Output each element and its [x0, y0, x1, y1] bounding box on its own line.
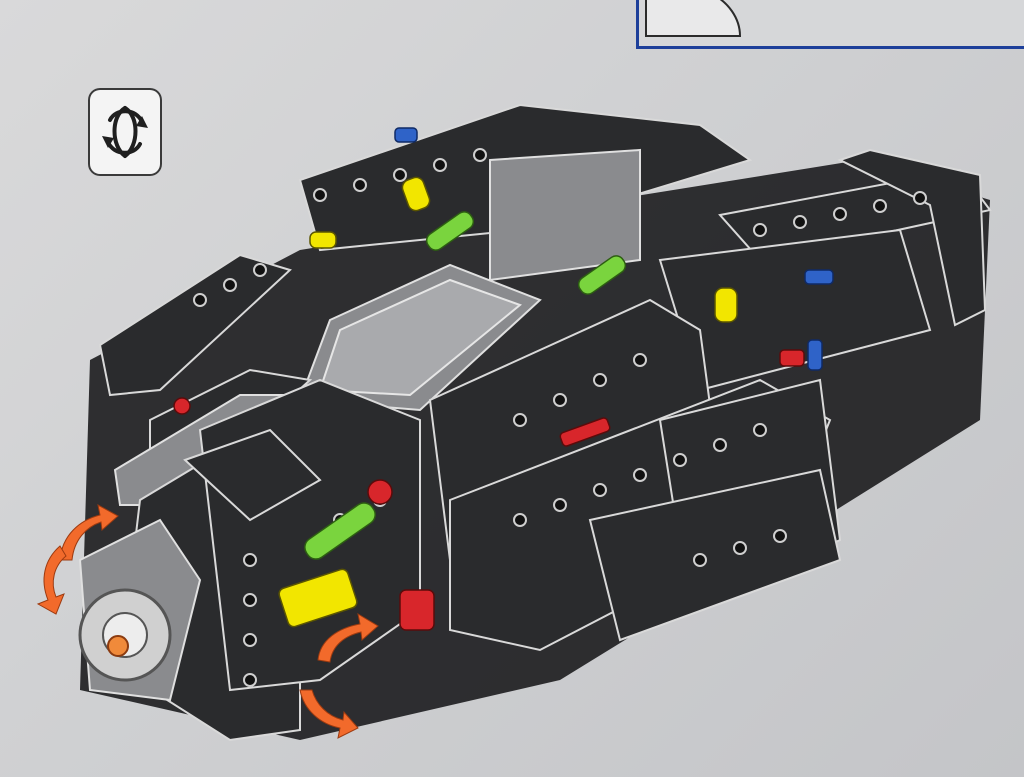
connector-pins: [173, 127, 834, 631]
inset-shape: [645, 0, 742, 37]
right-front-frame: [428, 298, 842, 652]
central-block: [298, 263, 542, 412]
beam-holes: [193, 148, 927, 687]
rotate-model-icon: [88, 88, 162, 176]
curved-arrow-icon: [36, 504, 379, 739]
front-steering-assembly: [78, 378, 421, 742]
